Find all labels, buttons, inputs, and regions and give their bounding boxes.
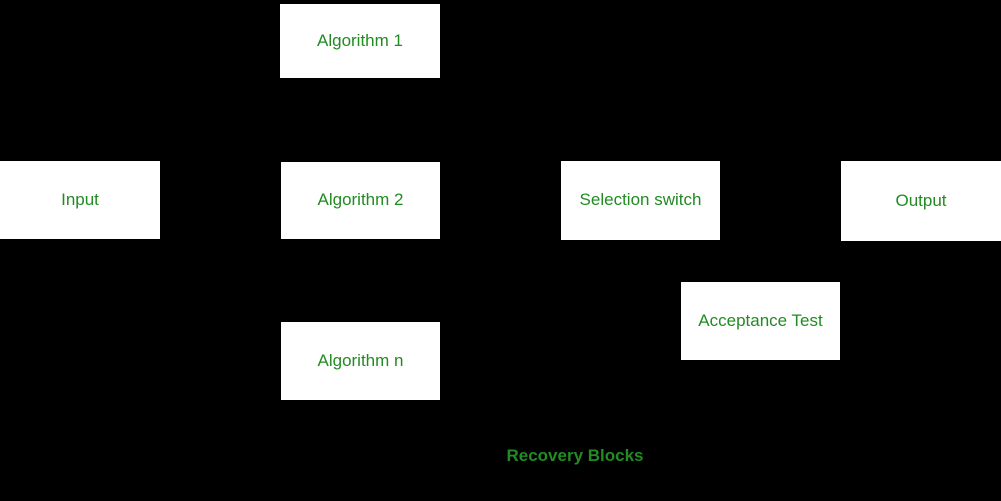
node-acceptance-test: Acceptance Test (681, 282, 840, 360)
node-input: Input (0, 161, 160, 239)
node-algorithm-1: Algorithm 1 (280, 4, 440, 78)
node-selection-switch-label: Selection switch (579, 190, 702, 210)
diagram-caption: Recovery Blocks (506, 446, 644, 465)
node-output-label: Output (895, 190, 947, 210)
node-output: Output (841, 161, 1001, 241)
node-selection-switch: Selection switch (561, 161, 720, 240)
node-algorithm-n: Algorithm n (281, 322, 440, 400)
node-algorithm-2: Algorithm 2 (281, 162, 440, 239)
node-input-label: Input (61, 189, 99, 209)
node-acceptance-test-label: Acceptance Test (698, 310, 823, 330)
node-algorithm-1-label: Algorithm 1 (317, 30, 403, 50)
node-algorithm-n-label: Algorithm n (317, 350, 404, 370)
node-algorithm-2-label: Algorithm 2 (317, 190, 404, 210)
